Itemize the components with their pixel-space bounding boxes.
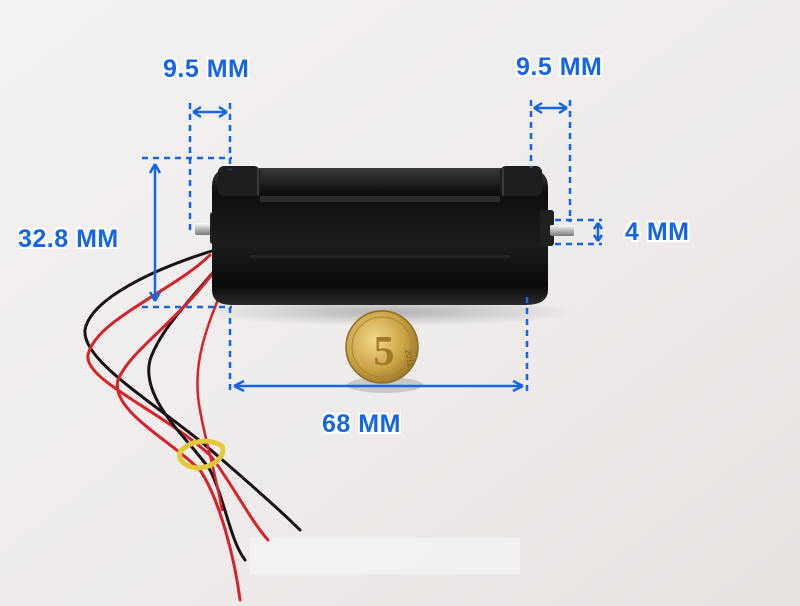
dim-length-head-l bbox=[233, 379, 245, 393]
dimension-label-shaft-diameter: 4 MM bbox=[625, 218, 690, 246]
rubber-band bbox=[177, 438, 226, 471]
right-shaft bbox=[550, 225, 574, 236]
lead-wires bbox=[83, 248, 302, 602]
dim-right-shaft-head-l bbox=[533, 101, 543, 115]
dim-left-shaft-head-r bbox=[218, 105, 228, 119]
dimension-label-right-shaft: 9.5 MM bbox=[516, 53, 603, 81]
dim-shaftdia-head-t bbox=[592, 222, 604, 230]
dim-right-shaft-head-r bbox=[558, 101, 568, 115]
dimension-label-body-length: 68 MM bbox=[322, 410, 401, 438]
left-endcap bbox=[218, 166, 260, 196]
motor-body bbox=[212, 168, 548, 305]
dim-left-shaft-head-l bbox=[192, 105, 202, 119]
right-endcap bbox=[500, 166, 542, 196]
dimension-label-body-diameter: 32.8 MM bbox=[18, 225, 119, 253]
coin bbox=[345, 310, 419, 384]
body-highlight bbox=[260, 196, 500, 202]
dimension-label-left-shaft: 9.5 MM bbox=[163, 55, 250, 83]
wire-red-2 bbox=[115, 264, 242, 602]
dim-shaftdia-head-b bbox=[592, 234, 604, 242]
coin-denomination: 5 bbox=[374, 329, 395, 375]
body-highlight-2 bbox=[250, 255, 510, 258]
right-bearing bbox=[540, 210, 554, 246]
wire-red bbox=[86, 253, 270, 542]
bottom-blur-strip bbox=[250, 538, 520, 574]
dim-length-head-r bbox=[512, 379, 524, 393]
dim-diameter-head-b bbox=[148, 291, 162, 302]
dim-diameter-head-t bbox=[148, 163, 162, 174]
wire-red-3 bbox=[196, 268, 232, 512]
coin-year: 2012 bbox=[403, 349, 415, 369]
dimension-annotations bbox=[142, 100, 604, 395]
coin-rim bbox=[351, 316, 413, 378]
